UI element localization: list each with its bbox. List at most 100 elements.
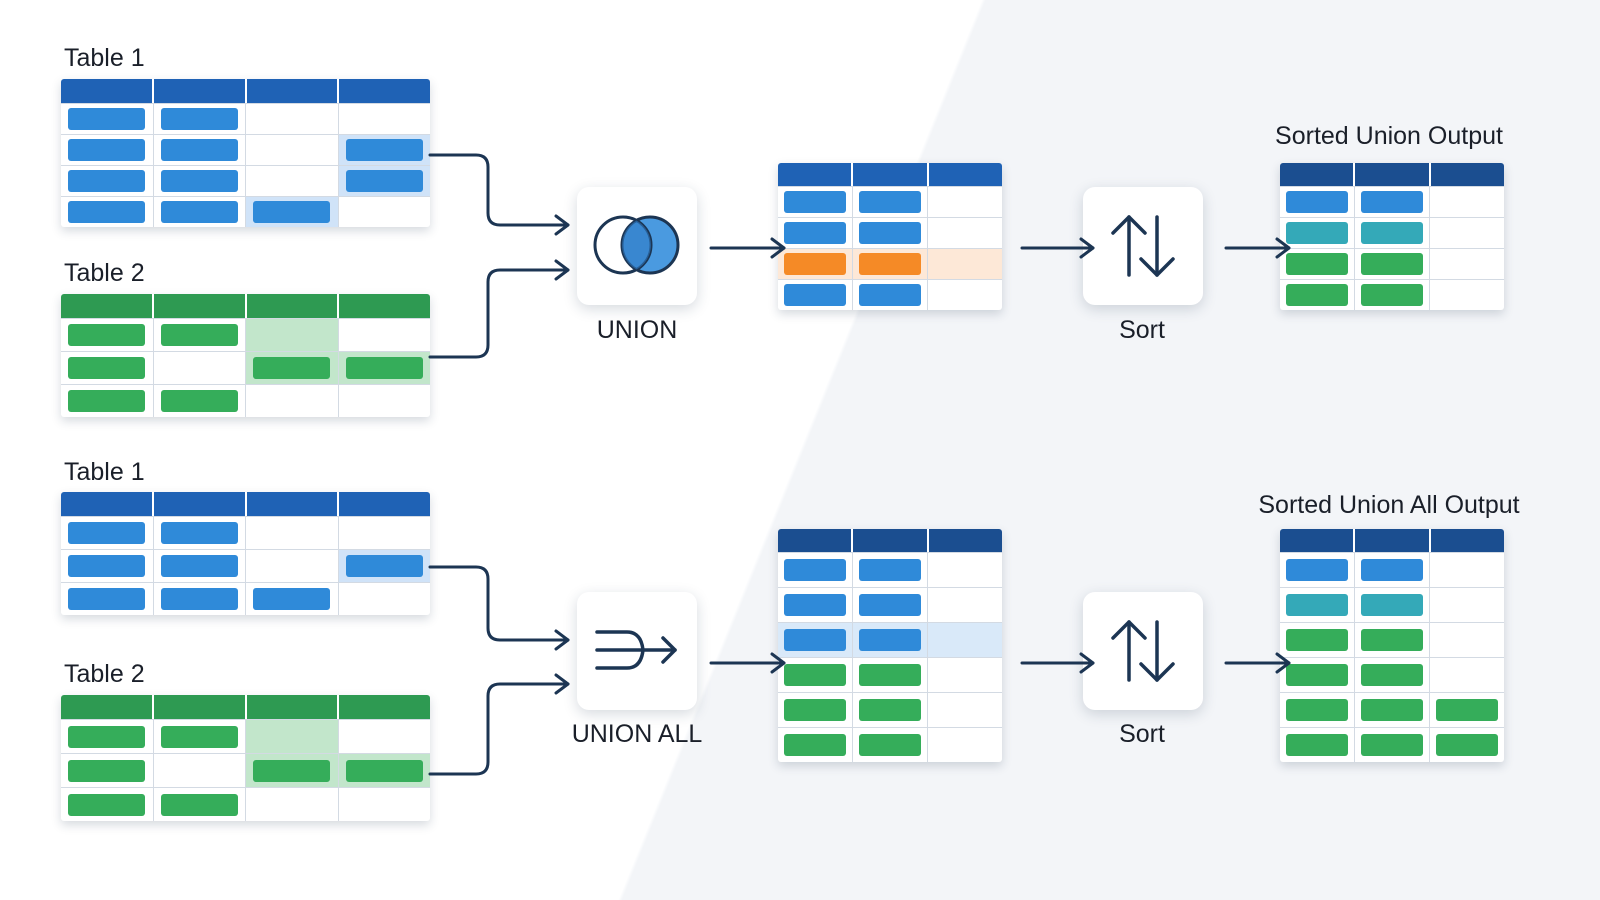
table-row (1280, 587, 1504, 622)
header-cell (1280, 163, 1356, 186)
highlighted-cell (246, 197, 339, 227)
table-cell (778, 249, 853, 279)
table-cell (246, 166, 339, 196)
table-header (1280, 529, 1504, 552)
table-header (61, 79, 430, 103)
table-cell (1355, 249, 1430, 279)
arrow-head (1079, 652, 1095, 674)
table-row (778, 217, 1002, 248)
arrow-head (770, 237, 786, 259)
highlighted-cell (246, 352, 339, 384)
table-cell (853, 280, 928, 310)
table-cell (1355, 280, 1430, 310)
header-cell (153, 492, 247, 516)
table-cell (853, 553, 928, 587)
table-row (1280, 248, 1504, 279)
table-cell (61, 197, 154, 227)
table-cell (61, 720, 154, 753)
highlighted-cell (338, 352, 430, 384)
union-output-table (1280, 163, 1504, 310)
table-cell (778, 280, 853, 310)
table-row (61, 719, 430, 753)
table-cell (1355, 658, 1430, 692)
table-row (61, 134, 430, 165)
table-cell (154, 720, 246, 753)
header-cell (153, 79, 247, 103)
table-cell (154, 583, 246, 615)
highlighted-cell (338, 754, 430, 787)
union-all-table2 (61, 695, 430, 821)
table-cell (154, 550, 246, 582)
table-cell (61, 754, 154, 787)
union-all-sort-label: Sort (1119, 720, 1165, 748)
header-cell (339, 79, 430, 103)
table-cell (1355, 693, 1430, 727)
table-cell (778, 658, 853, 692)
highlighted-cell (338, 135, 430, 165)
table-cell (853, 623, 928, 657)
table-row (778, 279, 1002, 310)
connector-arrow (428, 268, 570, 359)
table-header (778, 529, 1002, 552)
table-row (1280, 727, 1504, 762)
table-cell (1280, 553, 1355, 587)
table-cell (154, 197, 246, 227)
union-all-label: UNION ALL (571, 720, 703, 748)
sort-arrows-icon (1111, 620, 1175, 682)
header-cell (246, 492, 340, 516)
union-output-label: Sorted Union Output (1275, 122, 1503, 150)
header-cell (778, 163, 854, 186)
table-row (61, 196, 430, 227)
union-all-table2-label: Table 2 (64, 660, 145, 688)
table-cell (154, 517, 246, 549)
table-cell (61, 104, 154, 134)
table-cell (853, 218, 928, 248)
table-cell (61, 385, 154, 417)
connector-arrow (428, 565, 570, 642)
table-row (61, 582, 430, 615)
table-cell (154, 166, 246, 196)
table-row (778, 186, 1002, 217)
table-cell (61, 517, 154, 549)
table-cell (61, 319, 154, 351)
header-cell (853, 163, 929, 186)
arrow-head (1079, 237, 1095, 259)
table-row (778, 727, 1002, 762)
table-cell (778, 218, 853, 248)
union-table2 (61, 294, 430, 417)
duplicate-row (778, 622, 1002, 657)
merge-arrows-icon (595, 630, 677, 670)
table-row (1280, 692, 1504, 727)
arrow-head (770, 652, 786, 674)
header-cell (246, 294, 340, 318)
union-sort-label: Sort (1119, 316, 1165, 344)
union-table1-label: Table 1 (64, 44, 145, 72)
arrow-head (1275, 652, 1291, 674)
table-cell (61, 583, 154, 615)
union-all-table1-label: Table 1 (64, 458, 145, 486)
connector-arrow (428, 682, 570, 776)
header-cell (246, 79, 340, 103)
table-cell (778, 187, 853, 217)
table-cell (246, 517, 339, 549)
table-cell (61, 788, 154, 821)
table-cell (853, 658, 928, 692)
table-row (61, 516, 430, 549)
table-cell (778, 623, 853, 657)
table-cell (154, 104, 246, 134)
table-cell (246, 583, 339, 615)
table-row (61, 787, 430, 821)
header-cell (61, 492, 154, 516)
table-cell (1430, 693, 1504, 727)
table-header (1280, 163, 1504, 186)
union-all-operation-box (577, 592, 697, 710)
table-row (778, 587, 1002, 622)
table-cell (246, 135, 339, 165)
table-cell (246, 788, 339, 821)
table-row (61, 753, 430, 787)
arrow-head (554, 214, 570, 236)
table-cell (778, 693, 853, 727)
table-cell (1355, 623, 1430, 657)
table-cell (1280, 218, 1355, 248)
highlighted-cell (338, 166, 430, 196)
